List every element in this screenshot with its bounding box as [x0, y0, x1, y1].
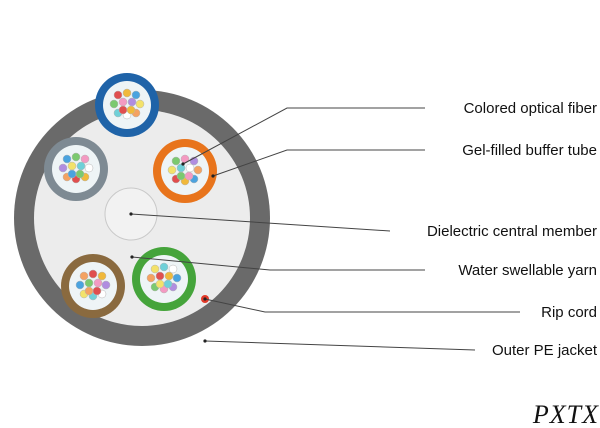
leader-line-rip-cord [204, 298, 520, 313]
leader-line-outer-pe-jacket [204, 340, 476, 351]
optical-fiber [146, 273, 156, 283]
leader-line-dielectric-central-member [130, 213, 391, 232]
label-outer-pe-jacket: Outer PE jacket [492, 342, 598, 359]
buffer-tube-blue [95, 73, 159, 137]
optical-fiber [88, 269, 98, 279]
optical-fiber [127, 97, 137, 107]
optical-fiber [150, 264, 160, 274]
buffer-tube-orange [153, 139, 217, 203]
optical-fiber [164, 271, 174, 281]
optical-fiber [172, 273, 182, 283]
optical-fiber [122, 88, 132, 98]
optical-fiber [76, 161, 86, 171]
optical-fiber [79, 271, 89, 281]
leader-line-gel-filled-buffer-tube [212, 149, 425, 177]
optical-fiber [155, 279, 165, 289]
buffer-tube-slate [44, 137, 108, 201]
optical-fiber [135, 99, 145, 109]
optical-fiber [75, 280, 85, 290]
optical-fiber [131, 90, 141, 100]
leader-dot-colored-optical-fiber [181, 162, 185, 166]
buffer-tube-brown [61, 254, 125, 318]
leader-line-colored-optical-fiber [182, 107, 425, 165]
leader-dot-water-swellable-yarn [130, 255, 134, 259]
label-gel-filled-buffer-tube: Gel-filled buffer tube [462, 142, 597, 159]
label-dielectric-central-member: Dielectric central member [427, 223, 597, 240]
optical-fiber [176, 171, 186, 181]
optical-fiber [101, 280, 111, 290]
optical-fiber [167, 165, 177, 175]
optical-fiber [126, 105, 136, 115]
optical-fiber [168, 264, 178, 274]
leader-dot-gel-filled-buffer-tube [211, 174, 215, 178]
model-label: PXTX [532, 400, 599, 428]
optical-fiber [97, 271, 107, 281]
optical-fiber [159, 262, 169, 272]
optical-fiber [118, 97, 128, 107]
leader-dot-dielectric-central-member [129, 212, 133, 216]
optical-fiber [58, 163, 68, 173]
optical-fiber [184, 171, 194, 181]
leader-dot-outer-pe-jacket [203, 339, 207, 343]
optical-fiber [80, 154, 90, 164]
label-water-swellable-yarn: Water swellable yarn [458, 262, 597, 279]
optical-fiber [118, 105, 128, 115]
optical-fiber [113, 90, 123, 100]
optical-fiber [93, 278, 103, 288]
optical-fiber [67, 161, 77, 171]
buffer-tube-green [132, 247, 196, 311]
label-rip-cord: Rip cord [541, 304, 597, 321]
optical-fiber [62, 154, 72, 164]
optical-fiber [84, 163, 94, 173]
optical-fiber [163, 279, 173, 289]
optical-fiber [84, 286, 94, 296]
optical-fiber [75, 169, 85, 179]
buffer-tubes [44, 73, 217, 318]
optical-fiber [171, 156, 181, 166]
optical-fiber [185, 163, 195, 173]
leader-dot-rip-cord [203, 297, 207, 301]
optical-fiber [84, 278, 94, 288]
optical-fiber [155, 271, 165, 281]
optical-fiber [71, 152, 81, 162]
leader-line-water-swellable-yarn [131, 256, 425, 271]
label-colored-optical-fiber: Colored optical fiber [464, 100, 597, 117]
optical-fiber [193, 165, 203, 175]
optical-fiber [92, 286, 102, 296]
optical-fiber [67, 169, 77, 179]
leader-lines [129, 107, 520, 351]
optical-fiber [109, 99, 119, 109]
